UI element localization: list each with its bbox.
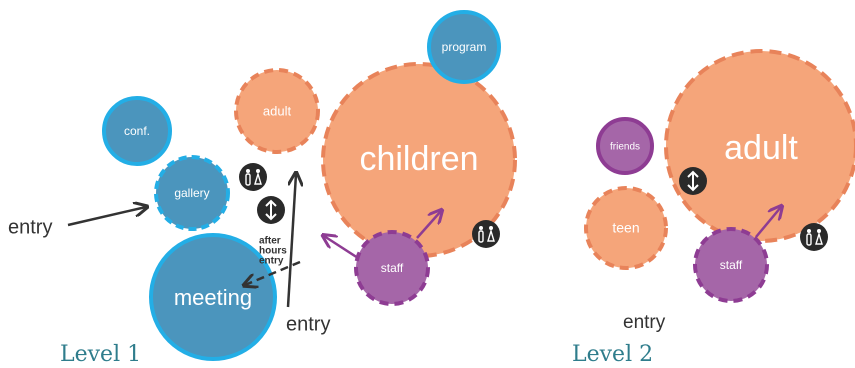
elevator-icon	[257, 196, 285, 224]
gallery-label: gallery	[174, 186, 209, 200]
conf-space: conf.	[102, 96, 172, 166]
after-hours-label-line-1: after	[259, 236, 281, 247]
adult-label-level-1: adult	[263, 103, 292, 118]
program-label: program	[442, 40, 487, 54]
children-space: children	[321, 62, 517, 258]
level-2-diagram: adult friends teen staff	[572, 49, 855, 367]
staff-label-level-2: staff	[720, 258, 743, 272]
adult-space-level-2: adult	[664, 49, 855, 243]
after-hours-label-line-3: entry	[259, 256, 284, 267]
after-hours-entry-arrow	[245, 260, 301, 285]
adult-space-level-1: adult	[234, 68, 320, 154]
after-hours-label-line-2: hours	[259, 246, 287, 257]
meeting-space: meeting	[149, 233, 277, 361]
level-2-caption: Level 2	[572, 342, 653, 367]
friends-label: friends	[610, 142, 640, 153]
entry-bottom-arrow	[286, 174, 296, 308]
entry-left-arrow	[67, 207, 146, 227]
meeting-label: meeting	[174, 285, 252, 310]
gallery-space: gallery	[154, 155, 230, 231]
staff-to-children-arrow	[416, 211, 441, 239]
level-1-caption: Level 1	[60, 342, 141, 367]
restroom-icon	[472, 220, 500, 248]
program-space: program	[427, 10, 501, 84]
entry-bottom-label: entry	[286, 313, 330, 335]
level-1-diagram: children program adult conf. gallery mee…	[8, 10, 517, 367]
conf-label: conf.	[124, 124, 150, 138]
entry-left-label: entry	[8, 216, 52, 238]
entry-bottom-label-level-2: entry	[623, 312, 666, 333]
staff-to-lobby-arrow	[324, 236, 359, 260]
children-label: children	[359, 140, 478, 178]
teen-label: teen	[612, 220, 639, 236]
elevator-icon	[679, 167, 707, 195]
staff-space-level-2: staff	[693, 227, 769, 303]
staff-label-level-1: staff	[381, 261, 404, 275]
restroom-icon	[239, 163, 267, 191]
adult-label-level-2: adult	[724, 129, 798, 167]
staff-to-adult-arrow	[755, 207, 781, 238]
staff-space-level-1: staff	[354, 230, 430, 306]
teen-space: teen	[584, 186, 668, 270]
friends-space: friends	[596, 117, 654, 175]
restroom-icon	[800, 223, 828, 251]
